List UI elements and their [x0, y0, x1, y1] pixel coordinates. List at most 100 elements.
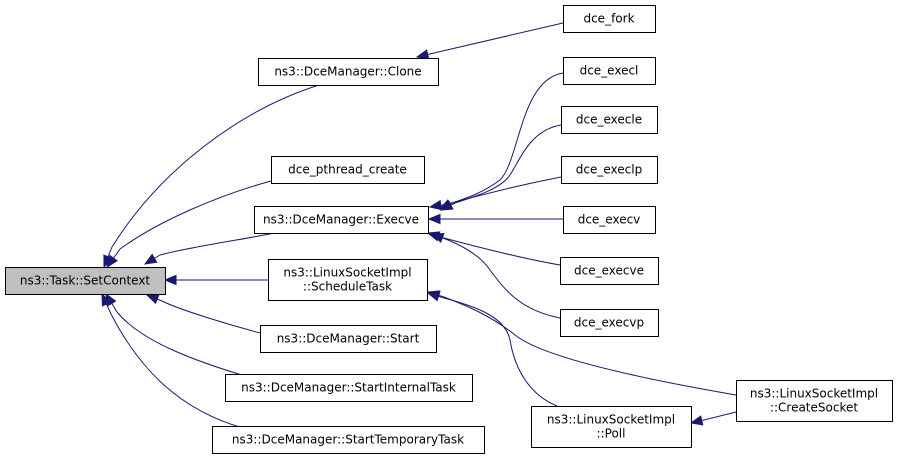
edge-line — [707, 411, 737, 420]
node-label: dce_execvp — [574, 316, 644, 330]
edge-execle-to-execve_mgr — [439, 124, 562, 211]
edge-startint-to-settask — [105, 292, 253, 379]
node-box — [258, 58, 439, 86]
arrowhead-icon — [106, 254, 118, 269]
node-box — [225, 374, 473, 402]
node-execv[interactable]: dce_execv — [563, 206, 656, 234]
node-label: ns3::LinuxSocketImpl — [750, 387, 878, 401]
edges-layer — [101, 22, 737, 429]
edge-line — [443, 297, 558, 407]
node-box — [563, 206, 656, 234]
node-start[interactable]: ns3::DceManager::Start — [260, 325, 437, 353]
edge-start-to-settask — [145, 294, 261, 334]
node-fork[interactable]: dce_fork — [563, 5, 656, 33]
edge-line — [159, 231, 281, 256]
edge-line — [451, 72, 564, 204]
node-box — [560, 309, 659, 337]
edge-line — [116, 311, 253, 379]
node-box — [268, 259, 428, 301]
node-box — [560, 257, 659, 285]
arrowhead-icon — [427, 213, 441, 225]
node-label: ns3::LinuxSocketImpl — [283, 266, 411, 280]
node-execve_mgr[interactable]: ns3::DceManager::Execve — [254, 206, 429, 234]
nodes-layer: ns3::Task::SetContext ns3::DceManager::Cl… — [5, 5, 893, 454]
arrowhead-icon — [101, 292, 112, 307]
node-label: dce_execl — [580, 64, 639, 78]
edge-execve_mgr-to-settask — [143, 231, 281, 265]
arrowhead-icon — [430, 233, 445, 243]
edge-poll-to-schedtask — [426, 291, 558, 407]
node-label: ns3::DceManager::StartTemporaryTask — [232, 433, 464, 447]
edge-execvp-to-execve_mgr — [430, 233, 561, 319]
edge-line — [433, 22, 564, 54]
edge-line — [110, 313, 244, 429]
node-box — [271, 156, 425, 184]
node-execl[interactable]: dce_execl — [563, 57, 656, 85]
edge-schedtask-to-settask — [163, 274, 268, 286]
node-label: ns3::Task::SetContext — [20, 274, 151, 288]
node-label: ns3::DceManager::Start — [277, 332, 420, 346]
node-box — [563, 5, 656, 33]
arrowhead-icon — [415, 49, 430, 60]
edge-line — [111, 84, 320, 248]
edge-createsock-to-poll — [689, 411, 737, 426]
edge-line — [119, 180, 272, 250]
node-box — [254, 206, 429, 234]
edge-fork-to-clone — [415, 22, 564, 60]
node-label: ns3::DceManager::Clone — [274, 65, 421, 79]
node-clone[interactable]: ns3::DceManager::Clone — [258, 58, 439, 86]
node-settask[interactable]: ns3::Task::SetContext — [5, 267, 166, 295]
node-createsock[interactable]: ns3::LinuxSocketImpl::CreateSocket — [736, 380, 893, 422]
node-label: dce_execle — [576, 113, 642, 127]
node-box — [5, 267, 166, 295]
node-box — [561, 106, 658, 134]
node-label: dce_pthread_create — [288, 163, 407, 177]
node-label: ns3::DceManager::StartInternalTask — [241, 381, 456, 395]
edge-line — [161, 300, 261, 334]
arrowhead-icon — [143, 253, 158, 265]
node-box — [736, 380, 893, 422]
node-label: ::ScheduleTask — [303, 280, 392, 294]
node-execlp[interactable]: dce_execlp — [561, 156, 658, 184]
arrowhead-icon — [426, 291, 441, 302]
arrowhead-icon — [145, 294, 160, 305]
node-execle[interactable]: dce_execle — [561, 106, 658, 134]
edge-pthread-to-settask — [106, 180, 272, 269]
node-pthread[interactable]: dce_pthread_create — [271, 156, 425, 184]
arrowhead-icon — [163, 274, 177, 286]
node-label: dce_fork — [583, 12, 634, 26]
arrowhead-icon — [428, 199, 443, 211]
edge-starttemp-to-settask — [101, 292, 244, 429]
node-box — [563, 57, 656, 85]
edge-createsock-to-schedtask — [426, 290, 737, 396]
edge-line — [447, 176, 562, 205]
edge-execlp-to-execve_mgr — [428, 176, 562, 211]
node-execvp[interactable]: dce_execvp — [560, 309, 659, 337]
node-label: dce_execve — [574, 264, 644, 278]
node-startint[interactable]: ns3::DceManager::StartInternalTask — [225, 374, 473, 402]
node-label: dce_execv — [578, 213, 641, 227]
edge-execl-to-execve_mgr — [438, 72, 564, 210]
edge-line — [443, 237, 561, 266]
node-label: ns3::LinuxSocketImpl — [547, 413, 675, 427]
node-label: ::CreateSocket — [770, 401, 858, 415]
node-box — [531, 406, 692, 448]
node-label: ns3::DceManager::Execve — [263, 213, 419, 227]
edge-execv-to-execve_mgr — [427, 213, 563, 225]
node-box — [212, 426, 485, 454]
node-box — [260, 325, 437, 353]
node-schedtask[interactable]: ns3::LinuxSocketImpl::ScheduleTask — [268, 259, 428, 301]
arrowhead-icon — [689, 415, 704, 426]
node-starttemp[interactable]: ns3::DceManager::StartTemporaryTask — [212, 426, 485, 454]
edge-line — [443, 296, 737, 396]
node-poll[interactable]: ns3::LinuxSocketImpl::Poll — [531, 406, 692, 448]
node-execve[interactable]: dce_execve — [560, 257, 659, 285]
edge-line — [454, 124, 562, 204]
edge-execve-to-execve_mgr — [426, 231, 561, 266]
node-label: dce_execlp — [576, 163, 642, 177]
edge-line — [447, 239, 561, 319]
node-box — [561, 156, 658, 184]
node-label: ::Poll — [597, 427, 626, 441]
